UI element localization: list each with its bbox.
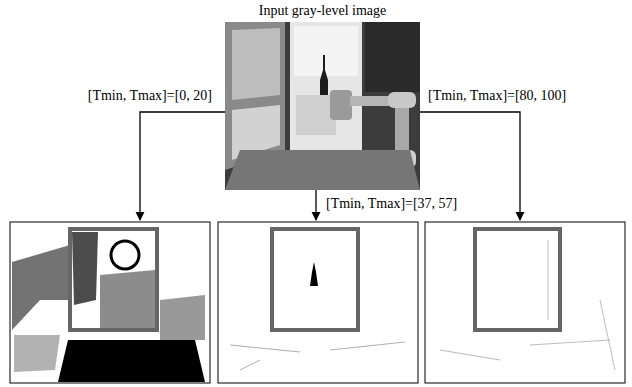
threshold-label: [Tmin, Tmax]=[80, 100]: [426, 88, 568, 104]
output-image: [10, 222, 210, 383]
threshold-label: [Tmin, Tmax]=[0, 20]: [86, 88, 214, 104]
image-title: Input gray-level image: [225, 3, 420, 19]
image-panel: Input gray-level image: [225, 3, 420, 19]
input-photo: [225, 22, 420, 190]
output-image: [425, 222, 625, 383]
threshold-label: [Tmin, Tmax]=[37, 57]: [324, 196, 459, 212]
output-image: [218, 222, 418, 383]
arrow-line: [315, 190, 316, 220]
arrow-line: [140, 112, 225, 220]
